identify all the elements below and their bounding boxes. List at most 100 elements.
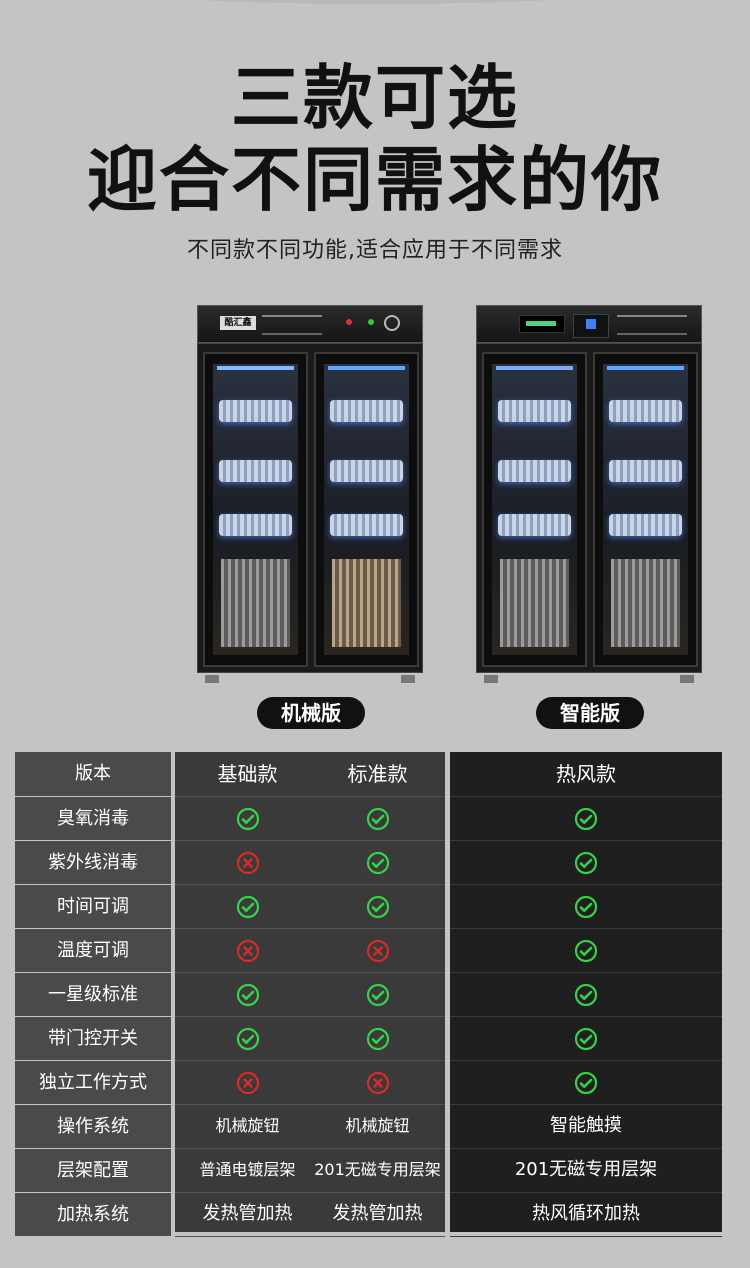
table-row: 机械旋钮机械旋钮 (175, 1104, 445, 1149)
table-row (450, 972, 722, 1017)
mechanical-knob (384, 315, 400, 331)
feature-status-cell (310, 1016, 445, 1060)
cabinet-door-right (593, 352, 698, 667)
table-row (450, 928, 722, 973)
cabinet-door-right (314, 352, 419, 667)
cabinet-door-left (203, 352, 308, 667)
table-row (175, 840, 445, 885)
feature-label: 温度可调 (15, 929, 171, 972)
feature-value-cell: 发热管加热 (202, 1203, 293, 1224)
table-row: 发热管加热 发热管加热 (175, 1192, 445, 1237)
product-label-mechanical: 机械版 (257, 697, 365, 729)
feature-status-cell (310, 972, 445, 1016)
check-icon (236, 895, 259, 918)
control-panel: 酷汇鑫 (197, 305, 423, 343)
panel-label-plate (262, 315, 322, 335)
feature-value-cell: 发热管加热 (332, 1203, 423, 1224)
feature-status-cell (450, 928, 722, 972)
cross-icon (236, 1071, 259, 1094)
cabinet-door-left (482, 352, 587, 667)
table-row: 热风循环加热 (450, 1192, 722, 1237)
brand-logo: 酷汇鑫 (220, 316, 256, 330)
cross-icon (236, 939, 259, 962)
cabinet-body (197, 343, 423, 673)
cross-icon (366, 1071, 389, 1094)
check-icon (574, 851, 598, 874)
table-row: 智能触摸 (450, 1104, 722, 1149)
touch-panel (573, 314, 609, 338)
check-icon (366, 807, 389, 830)
feature-status-cell (310, 884, 445, 928)
feature-status-cell (175, 1060, 320, 1104)
feature-label: 一星级标准 (15, 973, 171, 1016)
feature-label-column: 版本 臭氧消毒紫外线消毒时间可调温度可调一星级标准带门控开关独立工作方式操作系统… (15, 752, 171, 1237)
check-icon (574, 807, 598, 830)
feature-value-cell: 普通电镀层架 (199, 1160, 296, 1179)
feature-status-cell (450, 884, 722, 928)
table-row (450, 1016, 722, 1061)
table-row (450, 840, 722, 885)
table-row (175, 884, 445, 929)
feature-status-cell (450, 1060, 722, 1104)
headline-line1: 三款可选 (231, 57, 519, 139)
cabinet-smart-image (476, 305, 702, 683)
cabinet-body (476, 343, 702, 673)
feature-status-cell (450, 1016, 722, 1060)
check-icon (236, 1027, 259, 1050)
table-row (450, 884, 722, 929)
column-header-standard: 标准款 (347, 762, 408, 786)
feature-label: 加热系统 (15, 1193, 171, 1236)
check-icon (574, 1027, 598, 1050)
feature-status-cell (175, 972, 320, 1016)
feature-label: 操作系统 (15, 1105, 171, 1148)
table-row (175, 796, 445, 841)
feature-status-cell (450, 840, 722, 884)
product-label-smart: 智能版 (536, 697, 644, 729)
table-row (175, 928, 445, 973)
table-row (450, 1060, 722, 1105)
feature-value-cell: 智能触摸 (550, 1115, 622, 1136)
feature-status-cell (310, 928, 445, 972)
feature-label: 紫外线消毒 (15, 841, 171, 884)
feature-status-cell (175, 928, 320, 972)
indicator-light (368, 319, 374, 325)
feature-status-cell (175, 1016, 320, 1060)
headline-line2: 迎合不同需求的你 (87, 139, 663, 221)
check-icon (366, 1027, 389, 1050)
column-header-basic: 基础款 (217, 762, 278, 786)
table-row (450, 796, 722, 841)
digital-display (519, 315, 565, 333)
check-icon (236, 983, 259, 1006)
feature-status-cell (175, 840, 320, 884)
feature-status-cell (450, 972, 722, 1016)
control-panel (476, 305, 702, 343)
cross-icon (366, 939, 389, 962)
check-icon (574, 895, 598, 918)
check-icon (366, 983, 389, 1006)
table-row (175, 1060, 445, 1105)
table-row (175, 972, 445, 1017)
feature-value-cell: 机械旋钮 (345, 1116, 410, 1135)
feature-label: 臭氧消毒 (15, 797, 171, 840)
feature-value-cell: 热风循环加热 (532, 1203, 640, 1224)
feature-label: 带门控开关 (15, 1017, 171, 1060)
cross-icon (236, 851, 259, 874)
top-decor (70, 0, 680, 4)
feature-status-cell (310, 840, 445, 884)
feature-status-cell (175, 884, 320, 928)
indicator-light (346, 319, 352, 325)
check-icon (366, 851, 389, 874)
panel-label-plate (617, 315, 687, 335)
hot-air-model-panel: 热风款 智能触摸 201无磁专用层架热风循环加热 (450, 752, 722, 1237)
feature-value-cell: 201无磁专用层架 (314, 1160, 441, 1179)
feature-status-cell (450, 796, 722, 840)
feature-label: 时间可调 (15, 885, 171, 928)
check-icon (366, 895, 389, 918)
cabinet-mechanical-image: 酷汇鑫 (197, 305, 423, 683)
table-row: 201无磁专用层架 (450, 1148, 722, 1193)
column-header-hot-air: 热风款 (556, 762, 616, 786)
feature-status-cell (310, 796, 445, 840)
table-row (175, 1016, 445, 1061)
cabinet-feet (197, 671, 423, 683)
